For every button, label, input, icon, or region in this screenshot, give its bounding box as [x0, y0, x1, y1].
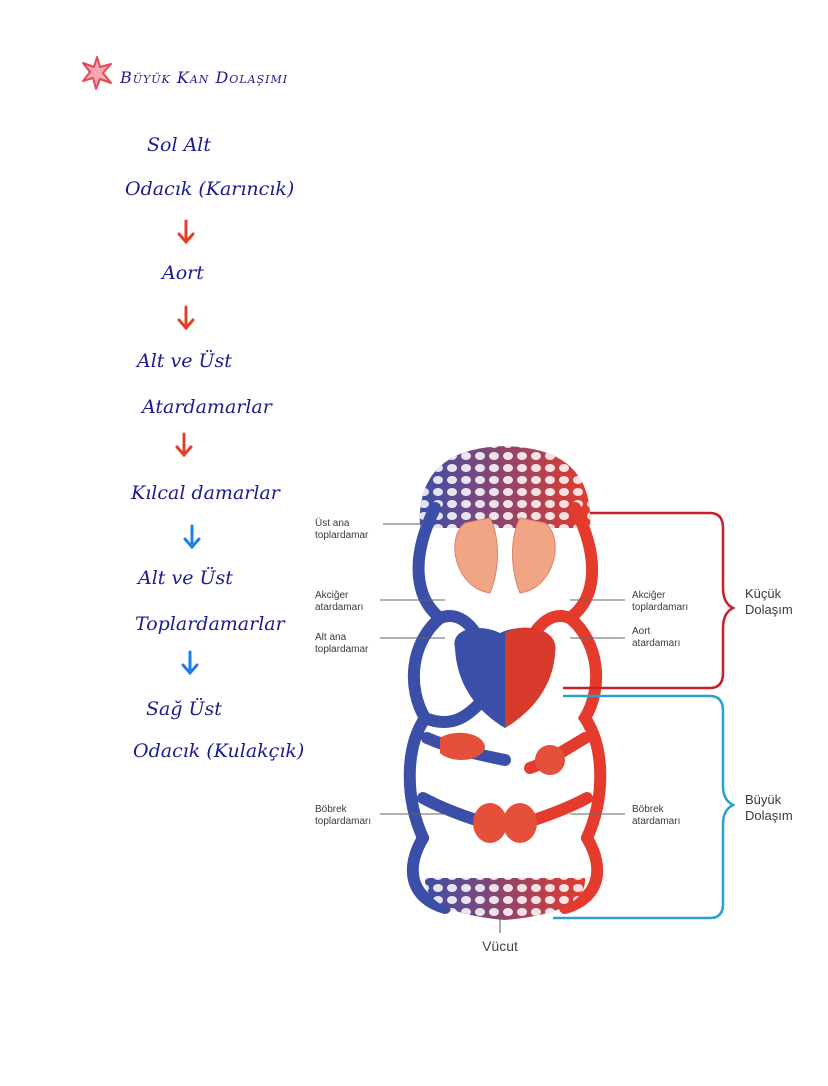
red-arrow-down-icon — [177, 219, 195, 245]
flow-step-6-line-1: Sağ Üst — [146, 698, 222, 720]
label-line: toplardamarı — [315, 816, 371, 827]
liver — [440, 732, 485, 760]
label-line: Böbrek — [632, 804, 665, 815]
red-arrow-down-icon — [177, 305, 195, 331]
label-aort-atardamari: Aort atardamarı — [570, 626, 680, 649]
label-line: Aort — [632, 626, 651, 637]
flow-step-5-line-2: Toplardamarlar — [135, 613, 285, 635]
label-line: Akciğer — [632, 590, 666, 601]
blue-arrow-down-icon — [181, 650, 199, 676]
kidneys — [473, 803, 537, 843]
intestine — [535, 745, 565, 775]
flow-step-6-line-2: Odacık (Kulakçık) — [133, 740, 305, 762]
page-title: Büyük Kan Dolaşımı — [120, 68, 289, 87]
big-circulation-bracket: Büyük Dolaşım — [553, 694, 793, 920]
label-akciger-toplardamari: Akciğer toplardamarı — [570, 590, 688, 613]
small-circulation-label-2: Dolaşım — [745, 602, 793, 617]
label-line: toplardamarı — [632, 602, 688, 613]
star-icon — [82, 56, 112, 90]
label-line: atardamarı — [315, 602, 363, 613]
label-bobrek-toplardamari: Böbrek toplardamarı — [315, 804, 445, 827]
big-circulation-label-1: Büyük — [745, 792, 782, 807]
label-ust-ana-toplardamar: Üst ana toplardamar — [315, 517, 423, 541]
lung-capillary-bed — [419, 446, 591, 528]
flow-step-4: Kılcal damarlar — [131, 482, 280, 504]
label-bobrek-atardamari: Böbrek atardamarı — [570, 804, 680, 827]
body-capillary-bed — [424, 878, 586, 920]
flow-step-3-line-2: Atardamarlar — [142, 396, 272, 418]
big-circulation-label-2: Dolaşım — [745, 808, 793, 823]
label-line: toplardamar — [315, 644, 369, 655]
label-alt-ana-toplardamar: Alt ana toplardamar — [315, 632, 445, 655]
label-line: Böbrek — [315, 804, 348, 815]
red-arrow-down-icon — [175, 432, 193, 458]
label-line: toplardamar — [315, 530, 369, 541]
label-line: Akciğer — [315, 590, 349, 601]
heart — [454, 627, 556, 728]
label-line: atardamarı — [632, 816, 680, 827]
blue-arrow-down-icon — [183, 524, 201, 550]
label-line: Alt ana — [315, 632, 347, 643]
label-line: atardamarı — [632, 638, 680, 649]
lungs — [454, 517, 556, 594]
flow-step-5-line-1: Alt ve Üst — [138, 567, 233, 589]
flow-step-2: Aort — [162, 262, 204, 284]
flow-step-3-line-1: Alt ve Üst — [137, 350, 232, 372]
flow-step-1-line-2: Odacık (Karıncık) — [125, 178, 295, 200]
small-circulation-bracket: Küçük Dolaşım — [563, 511, 793, 690]
circulation-diagram: Vücut Üst ana toplardamar Akciğer atarda… — [315, 446, 793, 954]
body-label: Vücut — [482, 938, 518, 954]
label-line: Üst ana — [315, 517, 350, 529]
small-circulation-label-1: Küçük — [745, 586, 782, 601]
label-akciger-atardamari: Akciğer atardamarı — [315, 590, 445, 613]
flow-step-1-line-1: Sol Alt — [147, 134, 212, 156]
